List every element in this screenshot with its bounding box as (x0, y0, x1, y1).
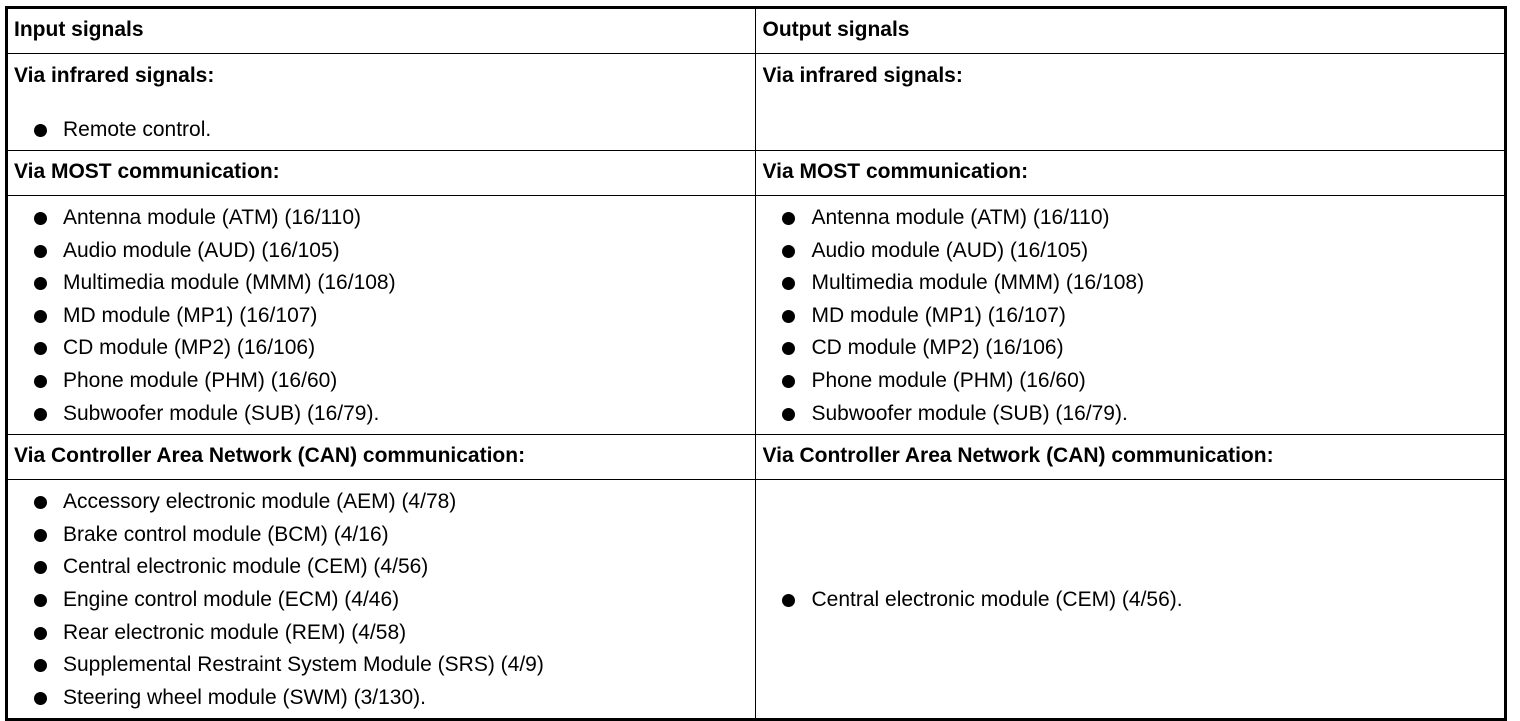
list-item: Audio module (AUD) (16/105) (762, 235, 1498, 268)
infrared-input-cell: Via infrared signals: Remote control. (5, 53, 757, 151)
can-output-list: Central electronic module (CEM) (4/56). (762, 584, 1498, 617)
header-row: Input signals Output signals (5, 7, 1506, 54)
list-item: Remote control. (14, 114, 749, 147)
most-title-row: Via MOST communication: Via MOST communi… (5, 150, 1506, 196)
list-item: CD module (MP2) (16/106) (14, 332, 749, 365)
list-item: Antenna module (ATM) (16/110) (14, 202, 749, 235)
can-input-cell: Accessory electronic module (AEM) (4/78)… (5, 479, 757, 721)
most-input-list: Antenna module (ATM) (16/110) Audio modu… (14, 202, 749, 430)
output-signals-header: Output signals (755, 7, 1506, 54)
input-signals-header: Input signals (5, 7, 757, 54)
most-output-list: Antenna module (ATM) (16/110) Audio modu… (762, 202, 1498, 430)
can-input-title: Via Controller Area Network (CAN) commun… (5, 434, 757, 481)
most-output-title: Via MOST communication: (755, 150, 1506, 196)
list-item: Multimedia module (MMM) (16/108) (14, 267, 749, 300)
list-item: Subwoofer module (SUB) (16/79). (762, 398, 1498, 431)
infrared-output-title: Via infrared signals: (762, 64, 963, 87)
most-output-cell: Antenna module (ATM) (16/110) Audio modu… (755, 194, 1506, 436)
list-item: Multimedia module (MMM) (16/108) (762, 267, 1498, 300)
can-list-row: Accessory electronic module (AEM) (4/78)… (5, 479, 1506, 721)
infrared-row: Via infrared signals: Remote control. Vi… (5, 53, 1506, 151)
list-item: Phone module (PHM) (16/60) (762, 365, 1498, 398)
list-item: MD module (MP1) (16/107) (14, 300, 749, 333)
list-item: Supplemental Restraint System Module (SR… (14, 649, 749, 682)
signals-table: Input signals Output signals Via infrare… (5, 6, 1507, 721)
most-list-row: Antenna module (ATM) (16/110) Audio modu… (5, 194, 1506, 436)
list-item: MD module (MP1) (16/107) (762, 300, 1498, 333)
list-item: Central electronic module (CEM) (4/56). (762, 584, 1498, 617)
list-item: CD module (MP2) (16/106) (762, 332, 1498, 365)
can-title-row: Via Controller Area Network (CAN) commun… (5, 434, 1506, 481)
list-item: Brake control module (BCM) (4/16) (14, 519, 749, 552)
list-item: Subwoofer module (SUB) (16/79). (14, 398, 749, 431)
list-item: Steering wheel module (SWM) (3/130). (14, 682, 749, 715)
can-input-list: Accessory electronic module (AEM) (4/78)… (14, 486, 749, 714)
list-item: Audio module (AUD) (16/105) (14, 235, 749, 268)
list-item: Antenna module (ATM) (16/110) (762, 202, 1498, 235)
most-input-title: Via MOST communication: (5, 150, 757, 196)
list-item: Central electronic module (CEM) (4/56) (14, 551, 749, 584)
most-input-cell: Antenna module (ATM) (16/110) Audio modu… (5, 194, 757, 436)
infrared-input-title: Via infrared signals: (14, 64, 215, 87)
list-item: Phone module (PHM) (16/60) (14, 365, 749, 398)
can-output-title: Via Controller Area Network (CAN) commun… (755, 434, 1506, 481)
list-item: Engine control module (ECM) (4/46) (14, 584, 749, 617)
infrared-input-list: Remote control. (14, 114, 749, 147)
infrared-output-cell: Via infrared signals: (755, 53, 1506, 151)
list-item: Rear electronic module (REM) (4/58) (14, 617, 749, 650)
can-output-cell: Central electronic module (CEM) (4/56). (755, 479, 1506, 721)
list-item: Accessory electronic module (AEM) (4/78) (14, 486, 749, 519)
